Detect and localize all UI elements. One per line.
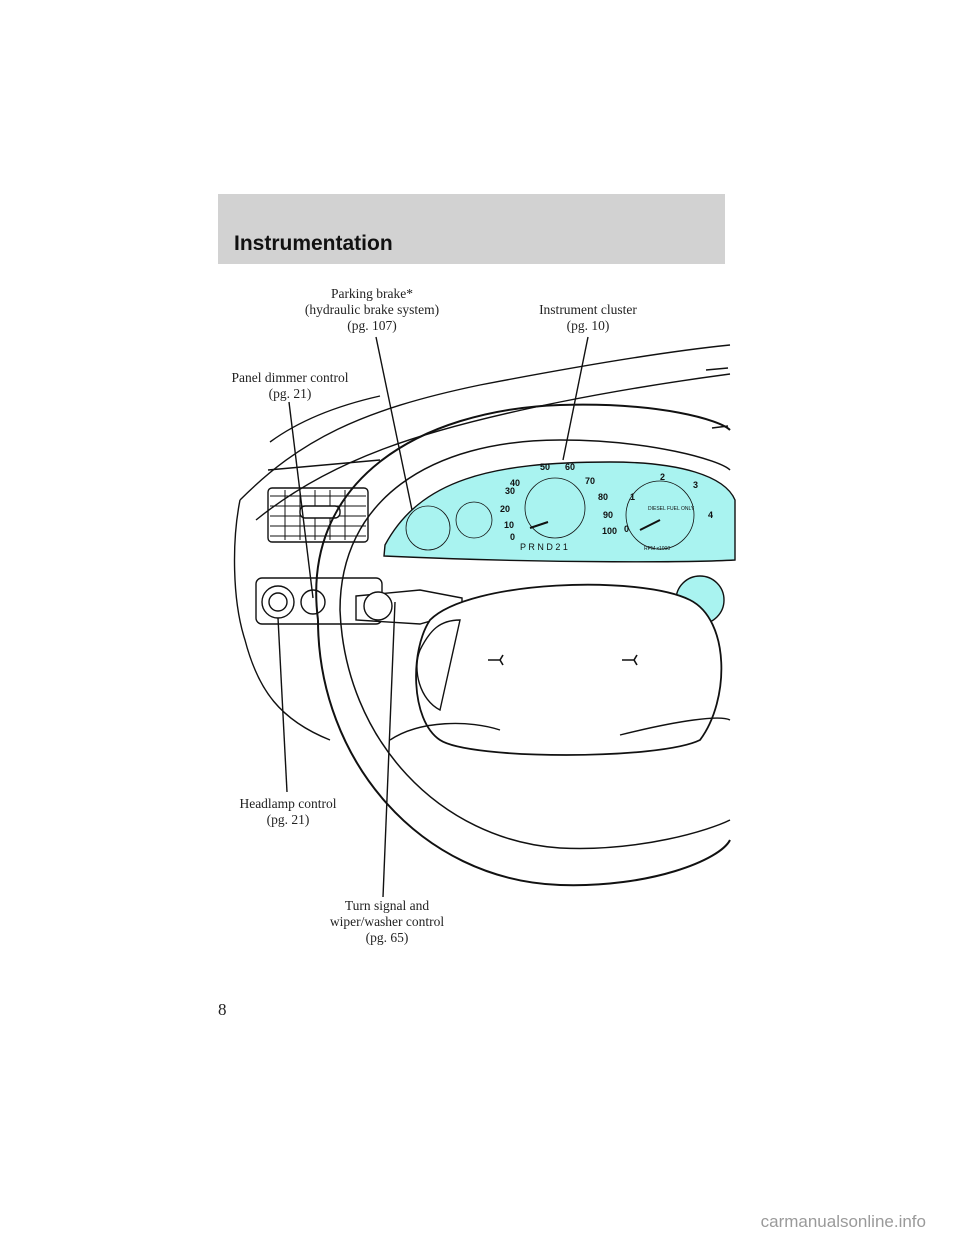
turn-signal-leader [382,601,396,898]
headlamp-leader [277,617,288,793]
panel-dimmer-knob [300,589,326,615]
svg-text:10: 10 [504,520,514,530]
diesel-fuel-label: DIESEL FUEL ONLY [648,506,695,512]
dash-left-side [233,499,331,741]
speedo-70: 70 [585,476,595,486]
headlamp-knob [261,585,295,619]
callout-parking-brake: Parking brake* (hydraulic brake system) … [304,286,440,333]
callout-instrument-cluster: Instrument cluster (pg. 10) [539,302,637,333]
tach-needle [639,519,661,531]
air-vent [267,487,369,543]
callout-panel-dimmer: Panel dimmer control (pg. 21) [231,370,349,401]
instrument-cluster [383,461,736,563]
section-header-band: Instrumentation [218,194,725,264]
steering-hub [415,583,723,756]
svg-text:0: 0 [510,532,515,542]
watermark: carmanualsonline.info [760,1212,926,1231]
speedo-90: 90 [603,510,613,520]
speedo-60: 60 [565,462,575,472]
steering-wheel-rim [315,403,731,621]
panel-dimmer-leader [288,401,314,599]
callout-headlamp: Headlamp control (pg. 21) [239,796,337,827]
section-title: Instrumentation [234,232,393,255]
speedo-80: 80 [598,492,608,502]
horn-icon-right [622,654,638,666]
svg-text:30: 30 [505,486,515,496]
speedo-50: 50 [540,462,550,472]
horn-icon-left [488,654,504,666]
svg-text:20: 20 [500,504,510,514]
svg-text:1: 1 [630,492,635,502]
speedo-100: 100 [602,526,617,536]
svg-text:3: 3 [693,480,698,490]
svg-text:2: 2 [660,472,665,482]
dash-inner-edge [255,373,731,521]
svg-text:0: 0 [624,524,629,534]
speedo-needle [529,521,549,529]
svg-text:4: 4 [708,510,713,520]
cluster-leader [562,336,589,461]
speedo-40: 40 [510,478,520,488]
callout-turn-signal: Turn signal and wiper/washer control (pg… [329,898,445,945]
parking-brake-leader [375,336,413,511]
page-number: 8 [218,1000,227,1019]
gear-indicator: P R N D 2 1 [520,542,568,552]
dash-top-edge [239,344,731,501]
